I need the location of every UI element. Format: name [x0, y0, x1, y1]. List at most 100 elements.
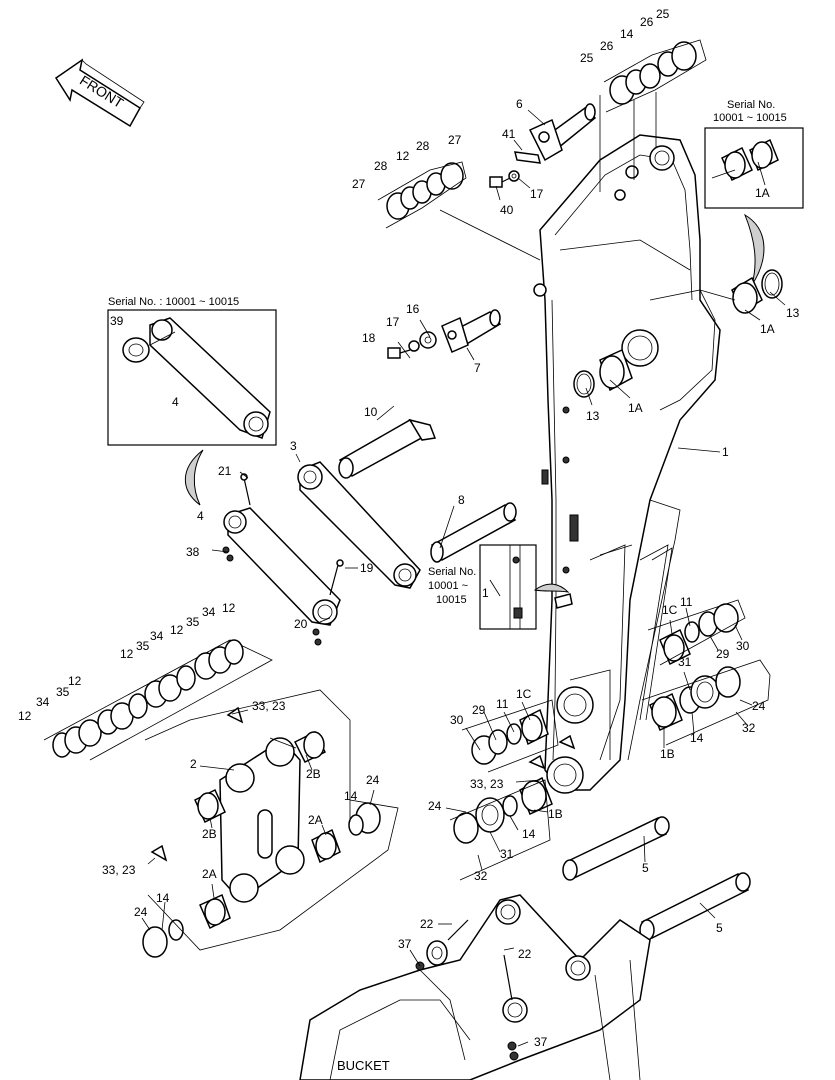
- callout-label: 2B: [202, 827, 217, 841]
- callout-label: 5: [716, 921, 723, 935]
- seal-stack-top: [599, 39, 707, 192]
- pin-10: [338, 418, 437, 479]
- callout-label: 34: [36, 695, 50, 709]
- callout-label: Serial No. : 10001 ~ 10015: [108, 296, 239, 308]
- callout-label: 25: [656, 7, 670, 21]
- arrow-to-link: [184, 449, 204, 506]
- callout-label: 1A: [628, 401, 643, 415]
- callout-label: 37: [534, 1035, 548, 1049]
- callout-label: 24: [752, 699, 766, 713]
- callout-label: 22: [518, 947, 532, 961]
- bushing-group-right: [641, 599, 771, 746]
- callout-labels: 1 1 1A 1A 1A 1B 1B 1C 1C 2 2A 2A 2B 2B 3…: [18, 7, 800, 1049]
- link-3: [297, 461, 421, 589]
- callout-label: 29: [716, 647, 730, 661]
- callout-label: 13: [786, 306, 800, 320]
- callout-label: 2: [190, 757, 197, 771]
- callout-label: 32: [742, 721, 756, 735]
- callout-label: 12: [170, 623, 184, 637]
- callout-label: 1B: [548, 807, 563, 821]
- callout-label: 16: [406, 302, 420, 316]
- front-arrow-icon: FRONT: [54, 58, 145, 128]
- callout-label: 34: [150, 629, 164, 643]
- inset-link-4: Serial No. : 10001 ~ 10015: [107, 296, 277, 446]
- callout-label: 38: [186, 545, 200, 559]
- callout-label: 35: [56, 685, 70, 699]
- callout-label: 11: [496, 697, 509, 711]
- h-link-2: [142, 689, 399, 958]
- callout-label: 3: [290, 439, 297, 453]
- callout-label: 24: [134, 905, 148, 919]
- pin-5-upper: [562, 816, 670, 881]
- callout-label: 6: [516, 97, 523, 111]
- callout-label: 12: [396, 149, 410, 163]
- callout-label: Serial No.: [428, 566, 476, 578]
- callout-label: 17: [386, 315, 400, 329]
- callout-label: 37: [398, 937, 412, 951]
- callout-label: 14: [522, 827, 536, 841]
- callout-label: 1: [482, 586, 489, 600]
- bushing-1A-right: [699, 269, 783, 314]
- callout-label: 28: [374, 159, 388, 173]
- callout-label: 1B: [660, 747, 675, 761]
- callout-label: 31: [500, 847, 514, 861]
- callout-label: 2A: [308, 813, 323, 827]
- callout-label: 41: [502, 127, 516, 141]
- callout-label: 25: [580, 51, 594, 65]
- callout-label: 26: [600, 39, 614, 53]
- callout-label: 27: [352, 177, 366, 191]
- inset-bushing-1A: Serial No. 10001 ~ 10015: [704, 99, 804, 209]
- callout-label: 17: [530, 187, 544, 201]
- callout-label: 12: [18, 709, 32, 723]
- callout-label: 14: [690, 731, 704, 745]
- arm-body: [533, 134, 721, 794]
- callout-label: 20: [294, 617, 308, 631]
- callout-label: 19: [360, 561, 374, 575]
- bolt-washer-set-top: [489, 151, 541, 188]
- callout-label: 26: [640, 15, 654, 29]
- callout-label: 1: [722, 445, 729, 459]
- bolt-washer-set-mid: [387, 331, 437, 359]
- callout-label: 31: [678, 655, 692, 669]
- callout-label: 30: [450, 713, 464, 727]
- bushing-1A-mid: [573, 348, 633, 398]
- callout-label: 24: [428, 799, 442, 813]
- bucket: BUCKET: [299, 894, 651, 1080]
- callout-label: 10015: [436, 594, 467, 606]
- callout-label: 14: [156, 891, 170, 905]
- callout-label: 33, 23: [252, 699, 286, 713]
- pin-6: [528, 103, 597, 162]
- callout-label: 2A: [202, 867, 217, 881]
- arrow-to-1A: [743, 213, 765, 286]
- callout-label: 30: [736, 639, 750, 653]
- callout-label: 18: [362, 331, 376, 345]
- callout-label: 39: [110, 314, 124, 328]
- callout-label: 33, 23: [470, 777, 504, 791]
- callout-label: 5: [642, 861, 649, 875]
- callout-label: 7: [474, 361, 481, 375]
- callout-label: 27: [448, 133, 462, 147]
- seal-stack-left: [43, 639, 273, 761]
- callout-label: 35: [136, 639, 150, 653]
- callout-label: 29: [472, 703, 486, 717]
- callout-label: 22: [420, 917, 434, 931]
- callout-label: 2B: [306, 767, 321, 781]
- callout-label: 1A: [760, 322, 775, 336]
- callout-label: 10: [364, 405, 378, 419]
- seal-stack-27-28: [377, 161, 541, 261]
- callout-label: 4: [172, 395, 179, 409]
- callout-label: 35: [186, 615, 200, 629]
- callout-label: 14: [620, 27, 634, 41]
- callout-label: 4: [197, 509, 204, 523]
- callout-label: 10001 ~ 10015: [713, 112, 787, 124]
- callout-label: 34: [202, 605, 216, 619]
- callout-label: 13: [586, 409, 600, 423]
- callout-label: 11: [680, 595, 693, 609]
- callout-label: 28: [416, 139, 430, 153]
- pin-5-lower: [639, 872, 751, 941]
- pin-7: [441, 309, 502, 354]
- callout-label: 1C: [516, 687, 532, 701]
- callout-label: 32: [474, 869, 488, 883]
